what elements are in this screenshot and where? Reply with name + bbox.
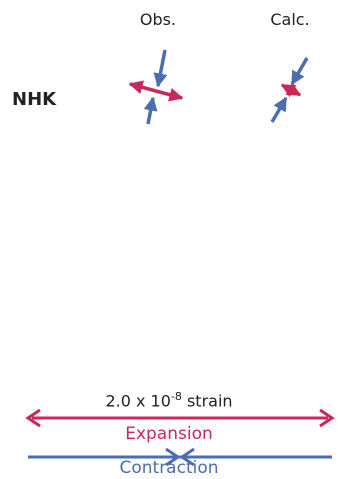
legend-contraction-arrow: [28, 448, 332, 466]
legend-expansion-label: Expansion: [125, 424, 213, 444]
legend-contraction-label: Contraction: [119, 458, 219, 478]
calc-contraction-upper: [290, 57, 309, 86]
obs-contraction-lower: [143, 96, 158, 125]
scale-exponent: -8: [170, 390, 182, 403]
calc-contraction-lower: [270, 96, 288, 123]
legend-expansion-arrow: [25, 409, 335, 427]
obs-contraction-upper: [153, 49, 168, 88]
calc-expansion: [280, 82, 302, 98]
scale-unit: strain: [181, 391, 233, 411]
column-header-obs: Obs.: [139, 10, 177, 29]
column-header-calc: Calc.: [270, 10, 310, 29]
station-label-nhk: NHK: [12, 89, 57, 110]
scale-base: 2.0 x 10: [105, 391, 171, 411]
strain-glyph-calculated: [270, 57, 309, 123]
scale-label: 2.0 x 10-8 strain: [0, 390, 338, 410]
strain-glyph-observed: [128, 49, 184, 125]
obs-expansion: [128, 80, 184, 102]
